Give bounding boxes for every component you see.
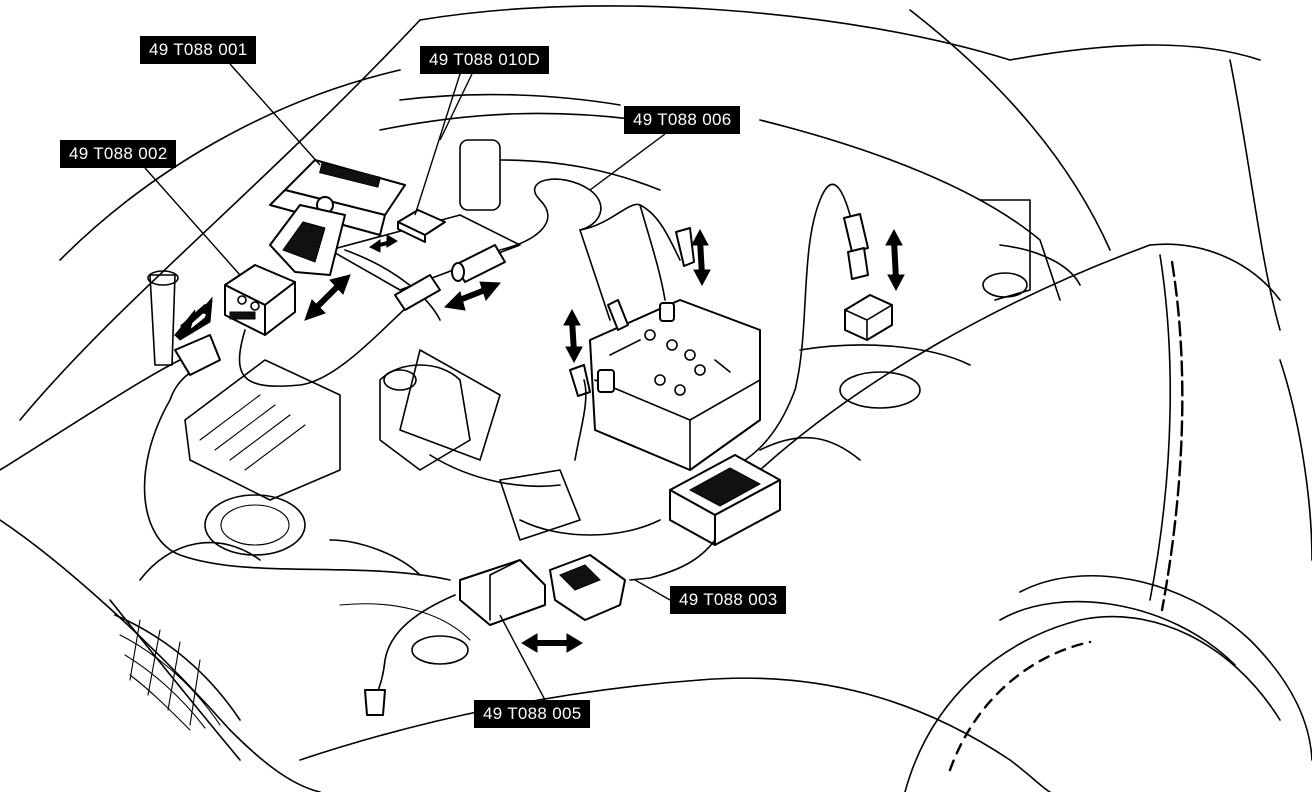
harness-to-003 [744, 183, 893, 461]
fender [759, 243, 1312, 792]
callout-49-t088-001: 49 T088 001 [140, 36, 257, 64]
callout-49-t088-005: 49 T088 005 [474, 700, 591, 728]
grille [114, 614, 241, 731]
battery [589, 299, 761, 471]
callout-49-t088-006: 49 T088 006 [624, 106, 741, 134]
callout-49-t088-010d: 49 T088 010D [420, 46, 550, 74]
tool-006-cable [451, 178, 695, 461]
tool-005-cable [143, 334, 626, 716]
callout-49-t088-003: 49 T088 003 [670, 586, 787, 614]
motion-arrows [173, 228, 905, 653]
tool-010d-card [397, 209, 446, 243]
tool-003-box [629, 454, 781, 581]
car-body-outline [0, 5, 1281, 792]
leader-lines [144, 63, 671, 701]
tool-001-main-unit [269, 159, 406, 276]
callout-49-t088-002: 49 T088 002 [60, 140, 177, 168]
upper-right-structure [759, 119, 1081, 409]
tool-002-adapter [224, 264, 441, 387]
engine-components [139, 93, 661, 665]
